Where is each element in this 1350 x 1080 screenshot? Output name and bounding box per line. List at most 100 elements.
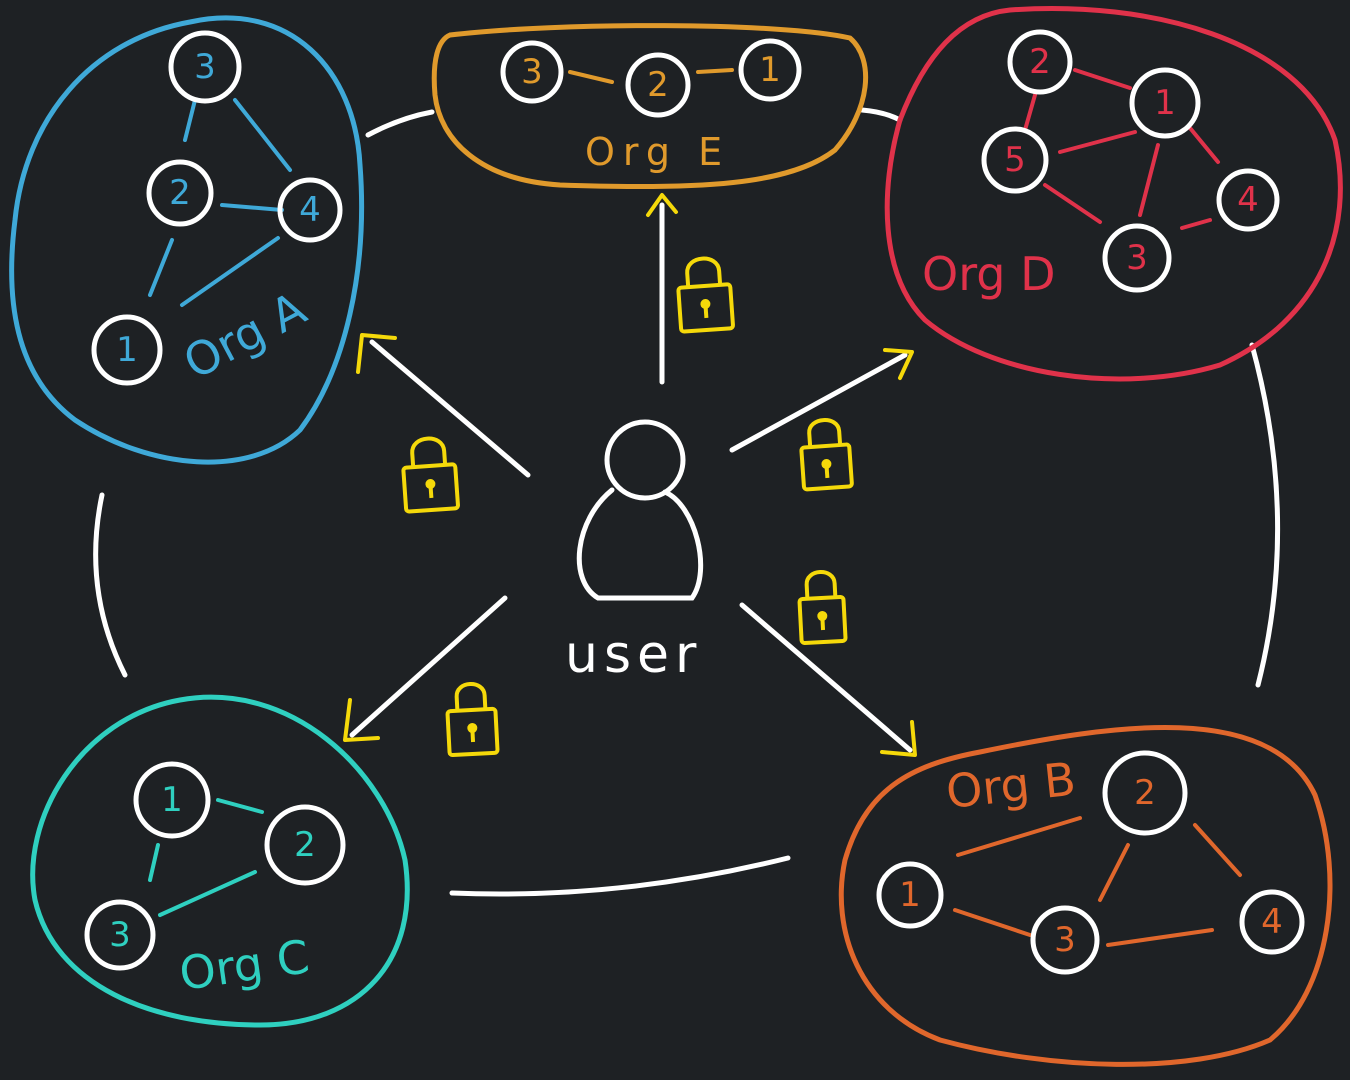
org-e-edge-3-2 (568, 70, 614, 84)
node-number: 2 (1134, 773, 1156, 813)
arrow-shaft (349, 595, 508, 738)
user-head (604, 419, 686, 501)
org-a-edge-3-2 (183, 98, 197, 142)
node-number: 3 (194, 47, 216, 87)
org-b-node-1: 1 (876, 861, 944, 929)
org-e-label: Org E (585, 130, 730, 174)
node-number: 3 (1126, 238, 1148, 278)
org-b-edge-2-4 (1193, 823, 1242, 877)
org-a-boundary (9, 15, 365, 465)
arrow-shaft (369, 339, 531, 478)
node-number: 3 (521, 52, 543, 92)
org-c-edge-3-2 (158, 870, 257, 917)
org-a-node-2: 2 (146, 159, 214, 227)
org-a-node-4: 4 (277, 177, 343, 243)
arrow-icon (646, 193, 678, 217)
org-c: 1 2 3 Org C (30, 694, 410, 1028)
org-d-node-2: 2 (1007, 29, 1073, 95)
org-d-edge-3-4 (1180, 218, 1212, 230)
node-number: 1 (116, 330, 138, 370)
org-b: 2 1 3 4 Org B (838, 725, 1333, 1067)
org-b-boundary (838, 725, 1333, 1067)
arrow-to-org-c (343, 595, 508, 742)
org-a: 3 2 4 1 Org A (9, 15, 365, 465)
arrow-shaft (729, 352, 908, 453)
node-number: 3 (1054, 920, 1076, 960)
org-b-edge-1-2 (956, 816, 1082, 857)
org-b-edge-1-3 (953, 908, 1032, 937)
arrow-to-org-e (646, 193, 678, 385)
org-d-boundary (884, 6, 1343, 382)
node-number: 1 (161, 780, 183, 820)
org-e-edge-2-1 (696, 68, 734, 74)
org-e-node-3: 3 (500, 40, 564, 104)
org-d-edge-5-1 (1058, 130, 1137, 154)
org-e-boundary (431, 23, 869, 190)
node-number: 3 (109, 915, 131, 955)
org-c-node-2: 2 (264, 804, 346, 886)
node-number: 2 (169, 173, 191, 213)
node-number: 4 (299, 190, 321, 230)
arrow-to-org-a (356, 333, 531, 478)
node-number: 1 (1154, 83, 1176, 123)
node-number: 2 (647, 65, 669, 105)
org-a-edge-1-4 (180, 236, 280, 307)
org-b-edge-3-4 (1106, 928, 1214, 947)
org-d-node-3: 3 (1102, 223, 1172, 293)
org-b-label: Org B (944, 752, 1079, 819)
org-a-node-1: 1 (91, 314, 163, 386)
org-e: 3 2 1 Org E (431, 23, 869, 190)
node-ring (1102, 223, 1172, 293)
link-a-e (365, 109, 435, 138)
link-a-c (93, 492, 128, 678)
org-e-node-1: 1 (738, 38, 802, 102)
org-a-node-3: 3 (168, 30, 242, 104)
org-a-edge-3-4 (233, 98, 292, 172)
node-number: 4 (1261, 902, 1283, 942)
lock-icon (445, 682, 500, 758)
node-ring (981, 126, 1049, 194)
org-d-edge-2-5 (1023, 93, 1037, 132)
node-ring (1216, 168, 1280, 232)
org-b-node-4: 4 (1239, 889, 1305, 955)
org-d-label: Org D (922, 247, 1056, 301)
node-ring (146, 159, 214, 227)
org-d-edge-2-1 (1073, 68, 1132, 90)
user-label: user (565, 625, 702, 685)
arrow-icon (880, 720, 917, 757)
org-e-node-2: 2 (625, 52, 691, 118)
user-body (576, 487, 704, 601)
org-d-edge-1-3 (1138, 143, 1160, 217)
node-ring (1030, 905, 1100, 975)
node-ring (84, 899, 156, 971)
arrow-to-org-b (739, 602, 917, 757)
node-ring (168, 30, 242, 104)
org-d-edge-1-4 (1188, 126, 1220, 164)
node-number: 4 (1237, 180, 1259, 220)
org-c-boundary (30, 694, 410, 1028)
org-c-edge-1-2 (216, 798, 264, 814)
org-d-node-4: 4 (1216, 168, 1280, 232)
node-ring (277, 177, 343, 243)
node-number: 2 (1029, 42, 1051, 82)
node-ring (500, 40, 564, 104)
node-ring (1129, 67, 1201, 139)
lock-icon (401, 436, 460, 514)
arrow-icon (883, 348, 914, 380)
node-ring (91, 314, 163, 386)
org-c-edge-1-3 (148, 843, 160, 882)
org-a-edge-2-4 (220, 203, 284, 212)
lock-icon (676, 256, 735, 334)
org-c-node-1: 1 (133, 761, 211, 839)
node-ring (133, 761, 211, 839)
node-ring (738, 38, 802, 102)
arrow-to-org-d (729, 348, 914, 453)
org-b-node-2: 2 (1102, 750, 1188, 836)
org-d: 2 1 5 4 3 Org D (884, 6, 1343, 382)
org-a-edge-2-1 (148, 238, 174, 297)
arrow-icon (356, 333, 397, 374)
node-ring (876, 861, 944, 929)
link-c-b (449, 855, 791, 897)
node-number: 1 (759, 50, 781, 90)
